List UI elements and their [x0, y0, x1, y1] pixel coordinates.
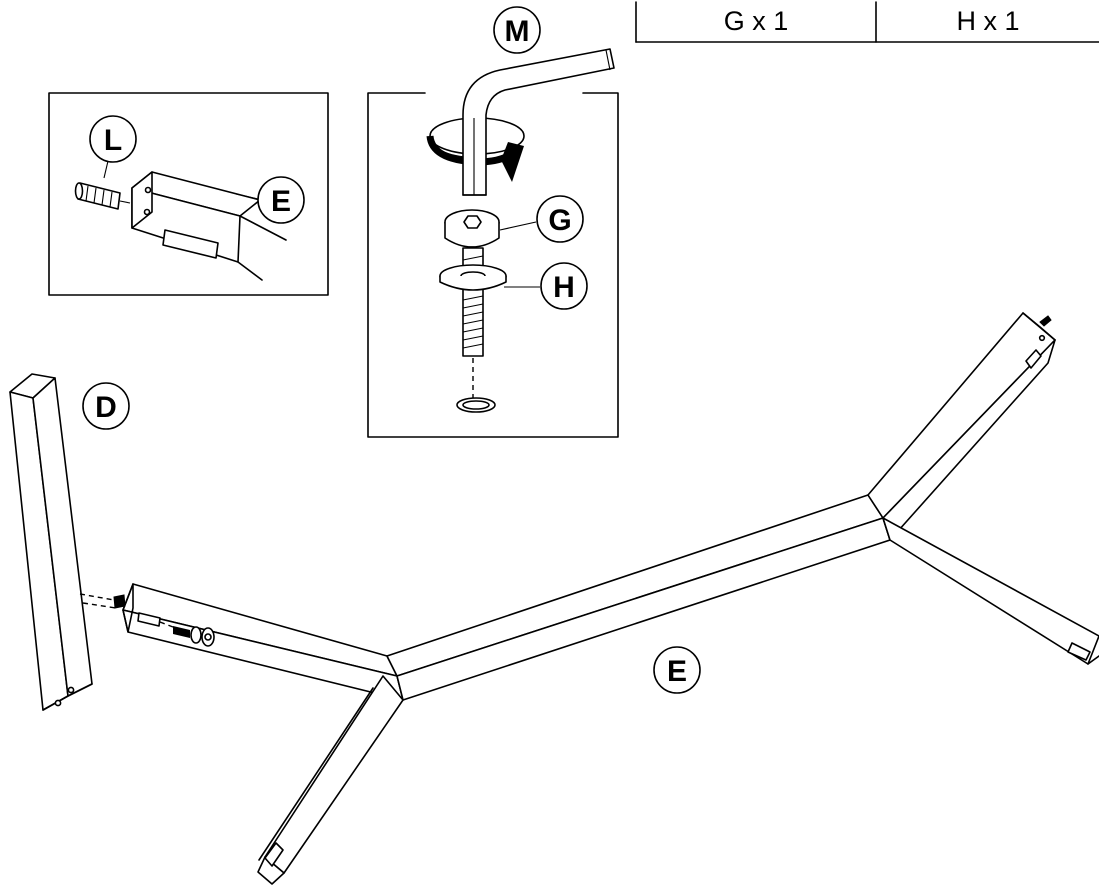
- parts-table-cell-h: H x 1: [956, 6, 1019, 36]
- dowel-pin-icon: [74, 182, 131, 210]
- parts-table: G x 1 H x 1: [635, 1, 1099, 43]
- callout-d-label: D: [95, 391, 117, 424]
- parts-table-cell-g: G x 1: [724, 6, 789, 36]
- callout-e-main-label: E: [667, 655, 687, 688]
- tube-end-detail: [131, 171, 287, 281]
- callout-h-label: H: [553, 271, 575, 304]
- callout-e-detail-label: E: [271, 185, 291, 218]
- allen-key-icon: [462, 48, 615, 196]
- detail-box-bolt: G H: [367, 48, 619, 438]
- detail-box-dowel: L E: [48, 92, 329, 296]
- leg-d: D: [9, 373, 130, 711]
- callout-m: M: [493, 6, 541, 54]
- hex-bolt-icon: [444, 209, 500, 357]
- callout-l-label: L: [104, 124, 122, 157]
- frame-e: E: [79, 312, 1099, 885]
- callout-g-label: G: [548, 204, 571, 237]
- callout-m-label: M: [505, 15, 530, 48]
- lock-washer-icon: [439, 264, 507, 291]
